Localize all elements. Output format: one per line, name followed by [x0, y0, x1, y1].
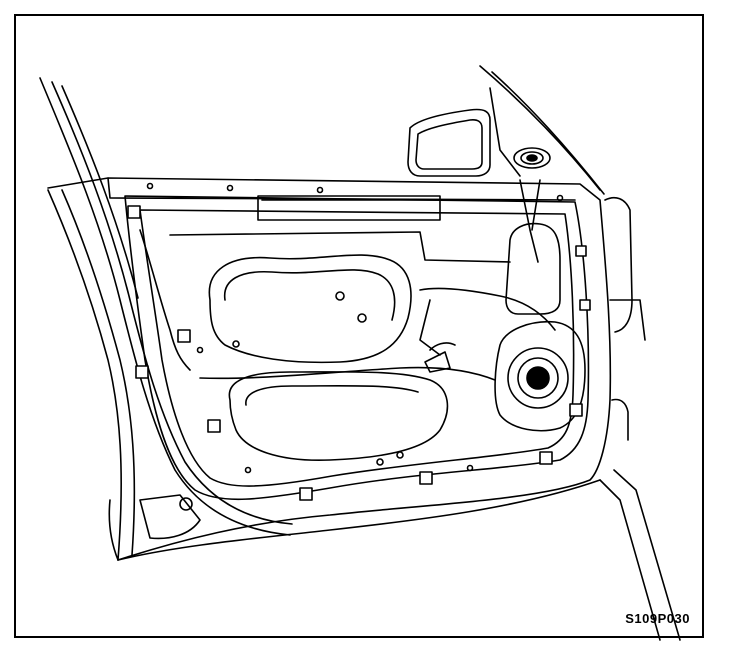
window-slot — [257, 195, 441, 221]
bolt-holes — [146, 182, 564, 474]
door-sill — [117, 479, 601, 561]
inner-door-panel — [124, 195, 590, 501]
lock-module — [505, 179, 561, 315]
access-hole-lower — [228, 371, 449, 462]
wiring-harness — [139, 229, 456, 373]
tweeter-speaker — [513, 147, 551, 169]
door-outer-shell — [47, 177, 612, 561]
mounting-clips — [127, 205, 591, 501]
side-mirror — [407, 65, 605, 195]
access-hole-upper — [208, 254, 412, 364]
door-latch — [599, 196, 681, 641]
a-pillar — [39, 77, 293, 561]
figure-code: S109P030 — [625, 611, 690, 626]
figure-frame — [14, 14, 704, 638]
